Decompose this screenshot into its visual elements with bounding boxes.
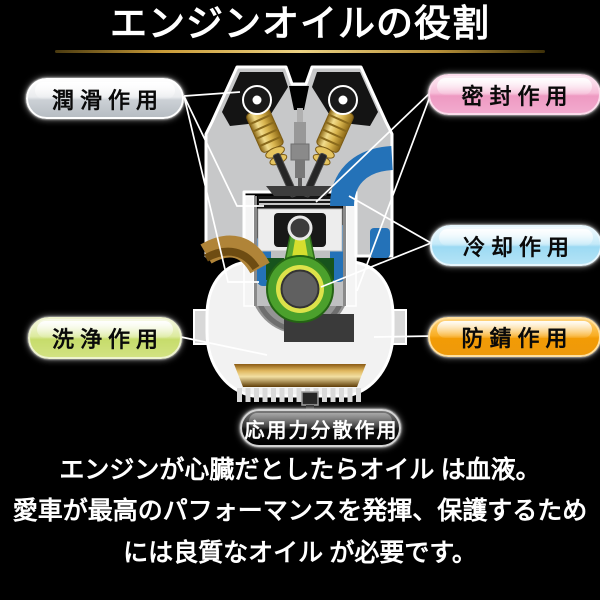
piston-rings bbox=[258, 196, 342, 209]
leader-lubrication-2 bbox=[183, 95, 264, 207]
label-cleaning-text: 洗浄作用 bbox=[51, 327, 164, 352]
page-title: エンジンオイルの役割 bbox=[110, 4, 490, 45]
label-sealing-text: 密封作用 bbox=[461, 83, 574, 109]
oil-pan bbox=[234, 364, 366, 387]
leader-rust-prevention bbox=[373, 335, 435, 338]
bore-line-right bbox=[343, 196, 346, 306]
caption-line-3: には良質なオイル が必要です。 bbox=[123, 539, 477, 567]
label-rust-prevention: 防錆作用 bbox=[428, 317, 600, 357]
spark-plug bbox=[290, 108, 310, 190]
title-underline bbox=[55, 50, 545, 54]
leader-cooling-2 bbox=[320, 242, 432, 288]
coolant-elbow bbox=[330, 146, 394, 207]
label-cooling-text: 冷却作用 bbox=[462, 234, 575, 260]
leader-lines bbox=[180, 90, 435, 356]
title-block: エンジンオイルの役割 bbox=[0, 0, 600, 54]
label-stress-dispersion: 応用力分散作用 bbox=[240, 409, 401, 447]
label-cleaning: 洗浄作用 bbox=[28, 317, 182, 359]
label-rust-prevention-text: 防錆作用 bbox=[461, 326, 574, 351]
cooling-fins bbox=[237, 388, 361, 402]
spark-plug-shell bbox=[295, 160, 305, 178]
piston-and-crank bbox=[257, 196, 343, 323]
drain-plug-tip bbox=[306, 405, 314, 410]
label-stress-dispersion-text: 応用力分散作用 bbox=[244, 419, 399, 442]
crank-journal-center bbox=[280, 269, 320, 309]
label-sealing: 密封作用 bbox=[428, 74, 600, 115]
spring-coils-right bbox=[318, 113, 351, 148]
combustion-chamber bbox=[266, 186, 334, 196]
caption-block: エンジンが心臓だとしたらオイル は血液。 愛車が最高のパフォーマンスを発揮、保護… bbox=[0, 450, 600, 574]
spark-plug-electrode bbox=[298, 178, 302, 190]
caption-line-1: エンジンが心臓だとしたらオイル は血液。 bbox=[59, 457, 541, 484]
piston-ring-lines bbox=[259, 199, 341, 205]
leader-sealing-2 bbox=[356, 90, 433, 292]
leader-sealing-1 bbox=[315, 90, 433, 203]
label-lubrication: 潤滑作用 bbox=[26, 78, 184, 119]
coolant-pocket-right bbox=[370, 228, 390, 258]
label-lubrication-text: 潤滑作用 bbox=[51, 87, 164, 113]
spark-plug-body bbox=[294, 122, 306, 144]
center-notch bbox=[289, 86, 309, 110]
caption-line-2: 愛車が最高のパフォーマンスを発揮、保護するため bbox=[12, 498, 588, 526]
camshaft-right-center bbox=[338, 95, 348, 105]
cylinder-head bbox=[200, 65, 394, 274]
spark-plug-hex bbox=[290, 143, 310, 161]
piston-pin bbox=[287, 215, 313, 241]
leader-lubrication-3 bbox=[183, 95, 259, 283]
spring-coils-left bbox=[249, 113, 282, 148]
label-cooling: 冷却作用 bbox=[430, 225, 600, 266]
leader-cooling-1 bbox=[348, 195, 432, 244]
oil-gallery-shade bbox=[204, 247, 260, 271]
camshaft-left-center bbox=[252, 95, 262, 105]
leader-lubrication-1 bbox=[183, 91, 241, 97]
drain-plug bbox=[301, 391, 319, 406]
spark-plug-terminal bbox=[297, 108, 303, 122]
leader-cleaning bbox=[180, 336, 268, 356]
